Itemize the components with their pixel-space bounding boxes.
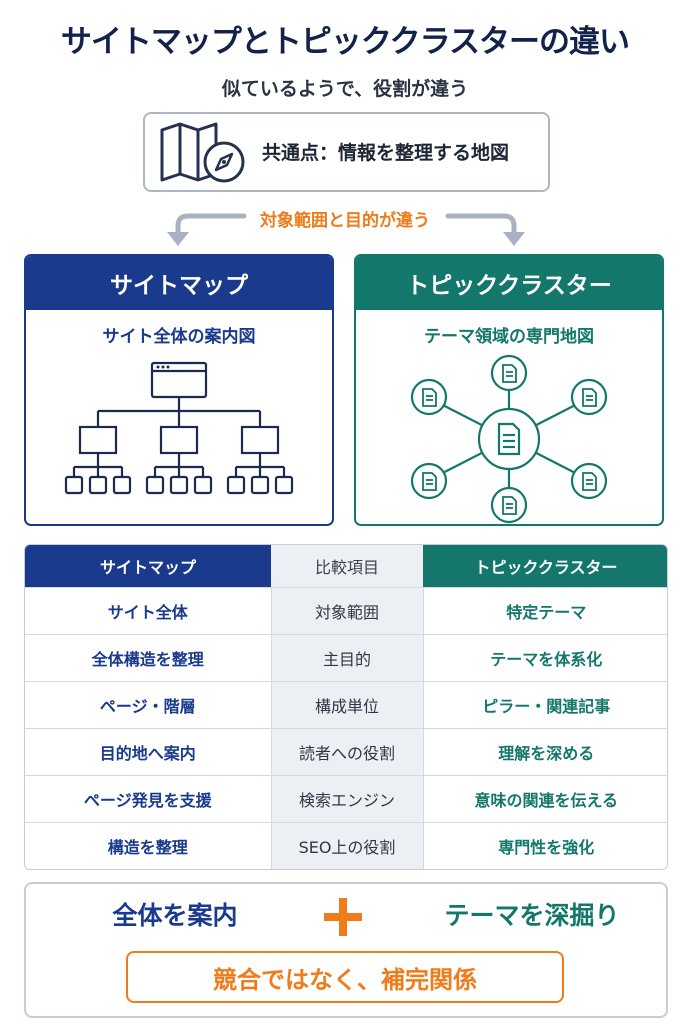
sitemap-cell: 全体構造を整理 <box>25 634 271 682</box>
conclusion-right: テーマを深掘り <box>444 901 620 930</box>
sitemap-cell: ページ・階層 <box>25 681 271 729</box>
hub-spoke-icon <box>410 354 608 524</box>
comparison-table: サイトマップ 比較項目 トピッククラスター サイト全体 対象範囲 特定テーマ 全… <box>24 544 668 870</box>
header-compare-item: 比較項目 <box>271 545 423 588</box>
site-tree-icon <box>64 361 294 495</box>
conclusion-left: 全体を案内 <box>112 901 238 930</box>
compare-item-cell: 構成単位 <box>270 681 424 729</box>
topic-cluster-cell: ピラー・関連記事 <box>423 681 667 729</box>
topic-cluster-cell: 理解を深める <box>423 728 667 777</box>
header-topic-cluster: トピッククラスター <box>423 545 667 588</box>
header-sitemap: サイトマップ <box>25 545 271 588</box>
topic-cluster-card-subtitle: テーマ領域の専門地図 <box>424 327 594 347</box>
compare-item-cell: 読者への役割 <box>270 728 424 777</box>
difference-label: 対象範囲と目的が違う <box>260 211 430 231</box>
sitemap-cell: 構造を整理 <box>107 838 188 858</box>
sitemap-cell: サイト全体 <box>25 587 271 635</box>
sitemap-cell: 目的地へ案内 <box>25 728 271 777</box>
page-subtitle: 似ているようで、役割が違う <box>221 78 469 100</box>
page-title: サイトマップとトピッククラスターの違い <box>60 24 630 60</box>
sitemap-card: サイトマップ サイト全体の案内図 <box>24 254 334 526</box>
topic-cluster-cell: テーマを体系化 <box>423 634 667 682</box>
split-arrows <box>167 213 525 246</box>
table-header-row: サイトマップ 比較項目 トピッククラスター <box>25 545 667 588</box>
compare-item-cell: 検索エンジン <box>270 775 424 824</box>
table-row: 目的地へ案内 読者への役割 理解を深める <box>25 728 667 777</box>
compare-item-cell: 主目的 <box>270 634 424 682</box>
plus-icon <box>324 898 362 936</box>
topic-cluster-card: トピッククラスター テーマ領域の専門地図 <box>354 254 664 526</box>
sitemap-cell: ページ発見を支援 <box>25 775 271 824</box>
table-row: サイト全体 対象範囲 特定テーマ <box>25 587 667 635</box>
topic-cluster-cell: 特定テーマ <box>423 587 667 635</box>
topic-cluster-cell: 意味の関連を伝える <box>423 775 667 824</box>
topic-cluster-cell: 専門性を強化 <box>498 838 595 858</box>
table-row: 全体構造を整理 主目的 テーマを体系化 <box>25 634 667 682</box>
sitemap-card-subtitle: サイト全体の案内図 <box>102 327 256 347</box>
table-row: ページ・階層 構成単位 ピラー・関連記事 <box>25 681 667 729</box>
conclusion-summary: 競合ではなく、補完関係 <box>126 951 564 1003</box>
table-row: ページ発見を支援 検索エンジン 意味の関連を伝える <box>25 775 667 824</box>
common-point-label: 共通点：情報を整理する地図 <box>262 142 510 164</box>
compare-item-cell: 対象範囲 <box>270 587 424 635</box>
table-row: 構造を整理 SEO上の役割 専門性を強化 <box>25 822 667 869</box>
sitemap-card-title: サイトマップ <box>26 256 332 310</box>
compare-item-cell: SEO上の役割 <box>270 822 424 869</box>
topic-cluster-card-title: トピッククラスター <box>356 256 662 310</box>
map-compass-icon <box>160 122 245 183</box>
